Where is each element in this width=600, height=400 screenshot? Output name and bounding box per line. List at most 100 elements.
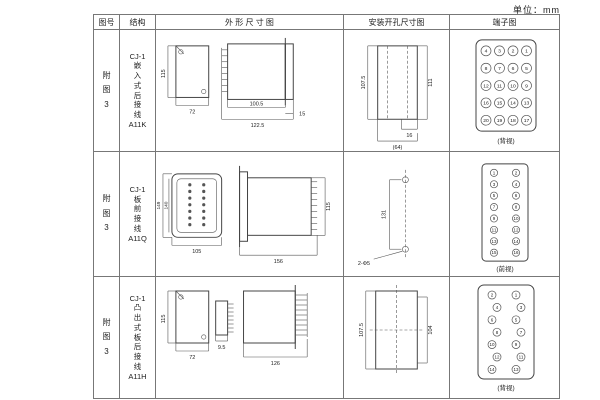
- header-structure: 结构: [120, 15, 156, 30]
- terminal-6: [487, 315, 497, 325]
- terminal-number: 12: [494, 355, 500, 360]
- view-label: (背视): [497, 136, 514, 145]
- dim-pin-depth: 9.5: [218, 345, 226, 351]
- dim-bezel-depth: 15: [299, 111, 305, 117]
- mount-dim-lines: [373, 179, 403, 260]
- terminal-number: 4: [515, 182, 518, 187]
- dim-width: 105: [192, 249, 201, 255]
- terminal-number: 11: [492, 227, 497, 232]
- front-view: [171, 173, 223, 238]
- terminal-number: 1: [493, 170, 496, 175]
- terminal-number: 5: [515, 317, 518, 322]
- spec-table: 图号 结构 外 形 尺 寸 图 安装开孔尺寸图 端子图 附 图 3 CJ-1 嵌…: [93, 14, 560, 399]
- terminal-number: 4: [496, 305, 499, 310]
- terminal-number: 15: [497, 101, 503, 107]
- outline-drawing-a11q: 149 140 105 156 115: [156, 165, 332, 265]
- dim-height: 115: [161, 69, 167, 78]
- terminal-number: 10: [489, 342, 495, 347]
- terminal-10: [507, 80, 519, 91]
- dim-width-ref: (64): [393, 145, 403, 151]
- terminal-number: 5: [525, 66, 528, 72]
- side-dim-lines: [243, 339, 308, 358]
- pin-block: [215, 300, 234, 336]
- side-view: [243, 285, 308, 349]
- terminal-number: 9: [515, 342, 518, 347]
- terminal-number: 17: [524, 118, 530, 124]
- terminal-number: 7: [493, 205, 496, 210]
- terminal-number: 11: [519, 355, 524, 360]
- terminal-number: 8: [485, 66, 488, 72]
- terminal-3: [516, 303, 526, 312]
- dim-total-depth: 122.5: [251, 123, 265, 129]
- dim-height: 149: [156, 201, 162, 209]
- header-terminal: 端子图: [450, 15, 559, 30]
- dim-side-height: 115: [326, 202, 332, 211]
- terminal-number: 9: [525, 83, 528, 89]
- terminal-12: [480, 80, 492, 91]
- terminal-number: 13: [491, 239, 497, 244]
- terminal-12: [492, 352, 502, 362]
- terminal-4: [480, 45, 492, 57]
- front-dim-lines: [167, 45, 210, 106]
- fig-no-3: 附 图 3: [102, 317, 111, 356]
- terminal-number: 1: [525, 49, 528, 55]
- side-view: [239, 165, 318, 248]
- dim-left-height: 107.5: [359, 323, 365, 337]
- terminal-block-outline: [475, 39, 537, 132]
- terminal-7: [494, 62, 505, 74]
- terminal-number: 14: [510, 101, 516, 107]
- terminal-2: [512, 168, 520, 177]
- mount-dim-lines: [367, 45, 428, 142]
- header-outline: 外 形 尺 寸 图: [156, 15, 344, 30]
- terminal-16: [512, 248, 520, 257]
- front-dim-lines: [162, 173, 222, 246]
- terminal-number: 4: [485, 49, 488, 55]
- mounting-cell-3: 107.5 104: [344, 277, 450, 398]
- header-fig-no: 图号: [94, 15, 120, 30]
- mounting-drawing-a11h: 107.5 104: [359, 285, 434, 375]
- terminal-number: 1: [515, 293, 518, 298]
- terminal-8: [512, 203, 520, 211]
- header-mounting: 安装开孔尺寸图: [344, 15, 450, 30]
- terminal-11: [490, 225, 498, 234]
- mounting-cell-2: 131 2-Φ5: [344, 152, 450, 277]
- terminal-number: 18: [510, 118, 516, 124]
- terminal-14: [487, 365, 497, 374]
- dim-width: 72: [189, 109, 195, 115]
- terminal-4: [492, 303, 502, 312]
- dim-hole-pitch: 131: [382, 210, 388, 219]
- dim-total-depth: 126: [271, 361, 280, 367]
- fig-no-2: 附 图 3: [102, 194, 111, 233]
- mounting-drawing-a11q: 131 2-Φ5: [358, 169, 409, 267]
- terminal-2: [487, 290, 497, 300]
- terminal-number: 9: [493, 216, 496, 221]
- terminal-11: [494, 80, 505, 91]
- terminal-3: [490, 180, 498, 189]
- terminal-5: [511, 315, 521, 325]
- terminal-number: 13: [524, 101, 530, 107]
- terminal-number: 2: [512, 49, 515, 55]
- terminal-8: [492, 327, 502, 337]
- cutout: [369, 285, 424, 375]
- view-label: (背视): [497, 383, 514, 392]
- terminal-number: 13: [513, 367, 519, 372]
- structure-3: CJ-1 凸 出 式 板 后 接 线 A11H: [128, 293, 147, 381]
- terminal-13: [511, 365, 521, 374]
- terminal-9: [521, 80, 532, 91]
- terminal-5: [521, 62, 532, 74]
- terminal-11: [516, 352, 526, 362]
- side-view: [221, 37, 294, 106]
- terminal-number: 3: [493, 182, 496, 187]
- terminal-number: 7: [520, 330, 523, 335]
- rear-pins: [295, 293, 308, 337]
- terminal-number: 16: [513, 250, 519, 255]
- terminal-10: [512, 214, 520, 223]
- terminal-5: [490, 191, 498, 200]
- mount-dim-lines: [365, 290, 428, 370]
- terminal-number: 2: [515, 170, 518, 175]
- terminal-number: 5: [493, 193, 496, 198]
- terminal-number: 2: [491, 293, 494, 298]
